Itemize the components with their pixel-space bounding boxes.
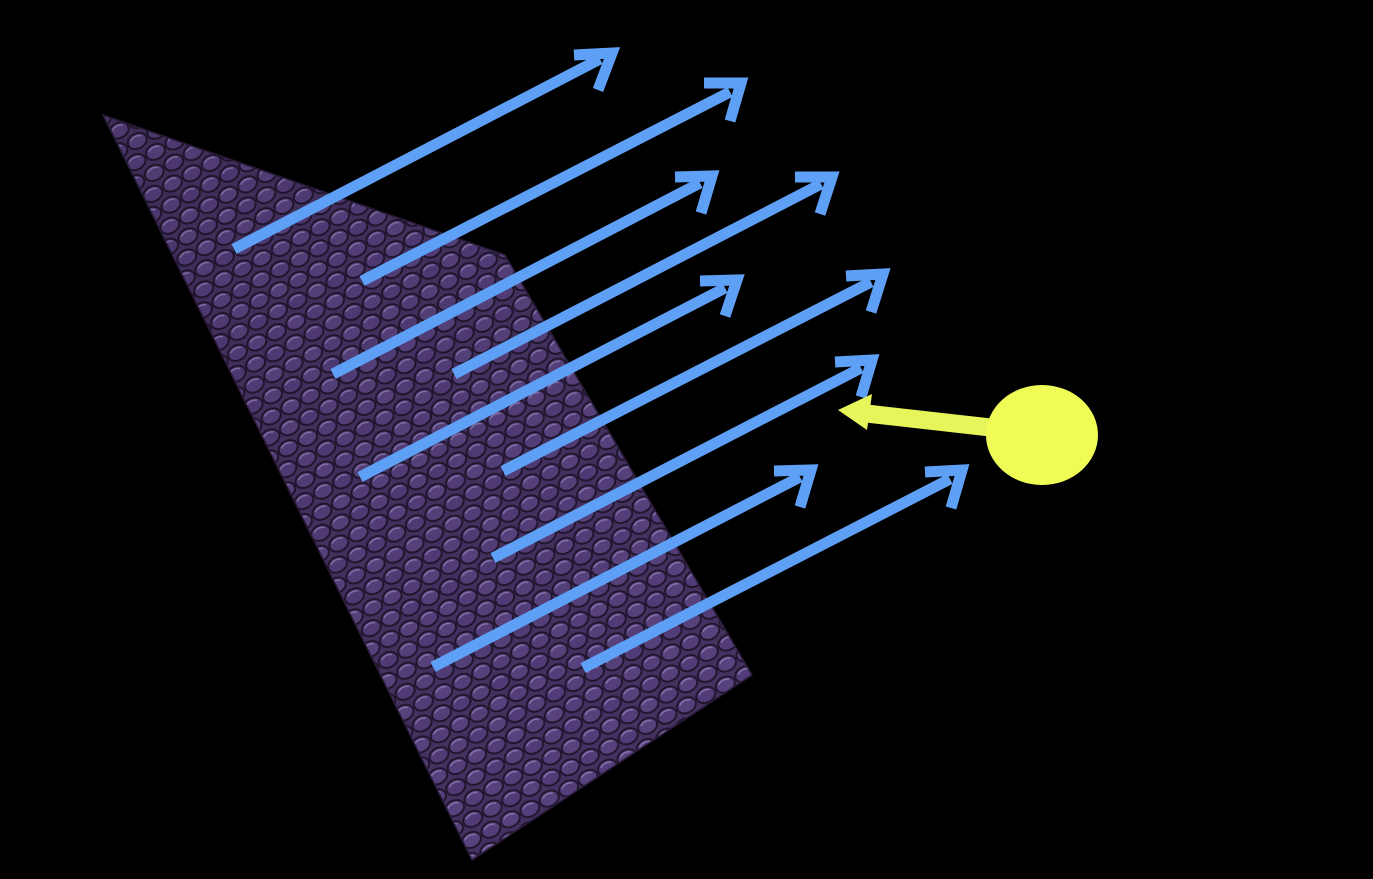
normal-arrow <box>490 354 880 563</box>
light-bulb-icon <box>986 385 1098 485</box>
normal-arrows <box>231 47 970 673</box>
textured-plane <box>101 113 754 862</box>
plane-shading <box>103 115 752 860</box>
normal-arrow <box>330 170 720 379</box>
normal-arrow <box>500 268 891 476</box>
normal-arrow <box>359 77 749 286</box>
normal-arrow <box>430 464 819 672</box>
normal-arrow <box>231 47 621 254</box>
normal-arrow <box>451 171 840 379</box>
point-light <box>838 385 1098 485</box>
light-direction-arrowhead <box>838 394 872 430</box>
normal-arrow <box>580 464 970 673</box>
normal-arrow <box>357 274 745 482</box>
light-direction-line <box>860 404 997 437</box>
